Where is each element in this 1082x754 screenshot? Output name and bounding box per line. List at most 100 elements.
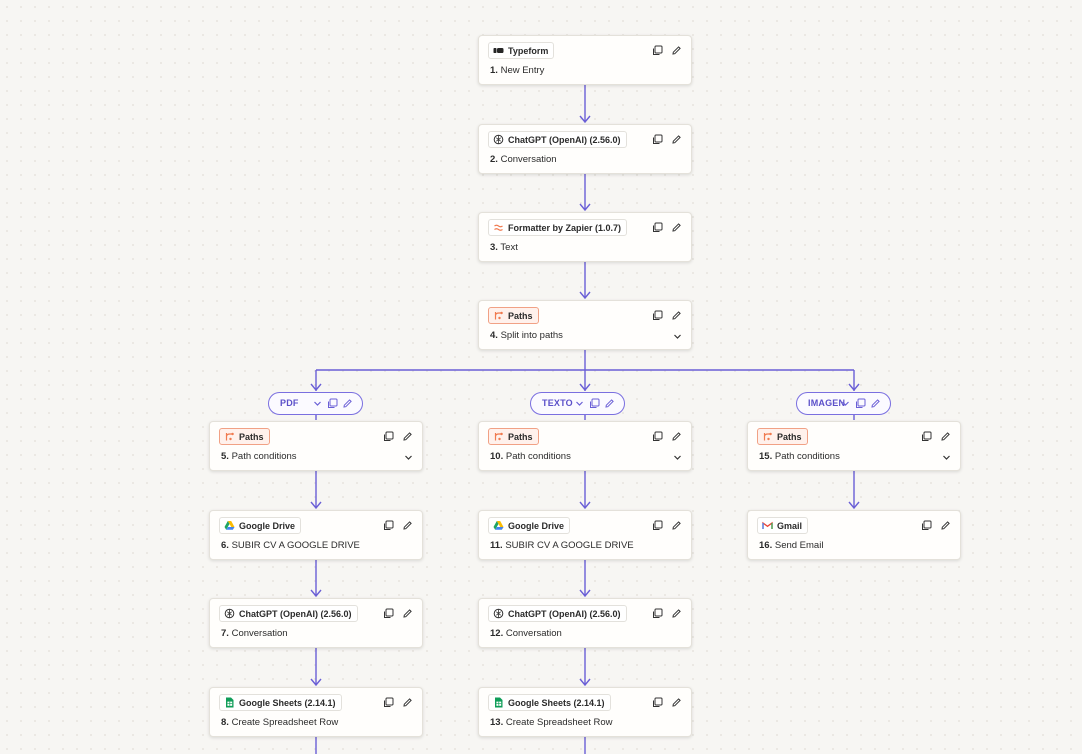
edit-pencil-icon[interactable] — [401, 607, 413, 619]
edit-pencil-icon[interactable] — [342, 398, 353, 409]
step-15-card[interactable]: Paths 15. Path conditions — [747, 421, 961, 471]
step-8-card[interactable]: Google Sheets (2.14.1)8. Create Spreadsh… — [209, 687, 423, 737]
app-badge: Paths — [488, 428, 539, 445]
card-actions — [651, 519, 682, 531]
duplicate-icon[interactable] — [651, 309, 663, 321]
step-label: Text — [500, 242, 518, 253]
duplicate-icon[interactable] — [382, 607, 394, 619]
step-label: Conversation — [500, 154, 557, 165]
step-12-card[interactable]: ChatGPT (OpenAI) (2.56.0)12. Conversatio… — [478, 598, 692, 648]
step-number: 3. — [490, 242, 498, 253]
edit-pencil-icon[interactable] — [670, 607, 682, 619]
paths-icon — [762, 431, 773, 442]
duplicate-icon[interactable] — [382, 430, 394, 442]
chevron-down-icon[interactable] — [403, 452, 413, 462]
step-title: 11. SUBIR CV A GOOGLE DRIVE — [490, 540, 634, 551]
duplicate-icon[interactable] — [651, 221, 663, 233]
paths-icon — [224, 431, 235, 442]
edit-pencil-icon[interactable] — [670, 309, 682, 321]
edit-pencil-icon[interactable] — [670, 44, 682, 56]
openai-icon — [493, 134, 504, 145]
step-title: 13. Create Spreadsheet Row — [490, 717, 613, 728]
duplicate-icon[interactable] — [651, 696, 663, 708]
connector-10-11-arrow — [579, 501, 591, 510]
duplicate-icon[interactable] — [589, 398, 600, 409]
chevron-down-icon[interactable] — [672, 452, 682, 462]
duplicate-icon[interactable] — [327, 398, 338, 409]
app-name: Typeform — [508, 45, 549, 56]
edit-pencil-icon[interactable] — [670, 221, 682, 233]
step-2-card[interactable]: ChatGPT (OpenAI) (2.56.0)2. Conversation — [478, 124, 692, 174]
step-title: 5. Path conditions — [221, 451, 297, 462]
edit-pencil-icon[interactable] — [670, 696, 682, 708]
app-badge: Paths — [757, 428, 808, 445]
duplicate-icon[interactable] — [920, 430, 932, 442]
connector-5-6-arrow — [310, 501, 322, 510]
app-name: Paths — [508, 310, 533, 321]
edit-pencil-icon[interactable] — [401, 696, 413, 708]
step-number: 13. — [490, 717, 504, 728]
duplicate-icon[interactable] — [382, 696, 394, 708]
connector-6-7-arrow — [310, 589, 322, 598]
app-badge: ChatGPT (OpenAI) (2.56.0) — [488, 131, 627, 148]
edit-pencil-icon[interactable] — [870, 398, 881, 409]
app-name: ChatGPT (OpenAI) (2.56.0) — [508, 608, 621, 619]
chevron-down-icon[interactable] — [941, 452, 951, 462]
edit-pencil-icon[interactable] — [401, 519, 413, 531]
path-imagen-pill[interactable]: IMAGEN — [796, 392, 891, 415]
duplicate-icon[interactable] — [651, 430, 663, 442]
connector-11-12-arrow — [579, 589, 591, 598]
app-badge: Google Drive — [488, 517, 571, 534]
app-badge: Formatter by Zapier (1.0.7) — [488, 219, 628, 236]
edit-pencil-icon[interactable] — [670, 519, 682, 531]
duplicate-icon[interactable] — [651, 607, 663, 619]
step-number: 12. — [490, 628, 504, 639]
app-badge: Paths — [219, 428, 270, 445]
step-label: Split into paths — [500, 330, 563, 341]
step-11-card[interactable]: Google Drive 11. SUBIR CV A GOOGLE DRIVE — [478, 510, 692, 560]
step-title: 3. Text — [490, 242, 518, 253]
step-label: SUBIR CV A GOOGLE DRIVE — [231, 540, 360, 551]
step-label: SUBIR CV A GOOGLE DRIVE — [505, 540, 634, 551]
connector-2-3-arrow — [579, 203, 591, 212]
edit-pencil-icon[interactable] — [670, 430, 682, 442]
edit-pencil-icon[interactable] — [604, 398, 615, 409]
paths-icon — [493, 431, 504, 442]
step-title: 15. Path conditions — [759, 451, 840, 462]
chevron-down-icon[interactable] — [574, 398, 585, 409]
app-badge: ChatGPT (OpenAI) (2.56.0) — [219, 605, 358, 622]
path-texto-pill[interactable]: TEXTO — [530, 392, 625, 415]
card-actions — [651, 133, 682, 145]
duplicate-icon[interactable] — [651, 133, 663, 145]
edit-pencil-icon[interactable] — [939, 519, 951, 531]
step-number: 6. — [221, 540, 229, 551]
step-3-card[interactable]: Formatter by Zapier (1.0.7) 3. Text — [478, 212, 692, 262]
path-pdf-pill[interactable]: PDF — [268, 392, 363, 415]
duplicate-icon[interactable] — [651, 44, 663, 56]
split-branch-arrow-0 — [310, 383, 322, 392]
duplicate-icon[interactable] — [382, 519, 394, 531]
edit-pencil-icon[interactable] — [401, 430, 413, 442]
step-13-card[interactable]: Google Sheets (2.14.1)13. Create Spreads… — [478, 687, 692, 737]
duplicate-icon[interactable] — [855, 398, 866, 409]
connector-7-8-arrow — [310, 678, 322, 687]
edit-pencil-icon[interactable] — [670, 133, 682, 145]
duplicate-icon[interactable] — [651, 519, 663, 531]
google-sheets-icon — [224, 697, 235, 708]
app-badge: Google Sheets (2.14.1) — [219, 694, 342, 711]
app-name: ChatGPT (OpenAI) (2.56.0) — [239, 608, 352, 619]
step-5-card[interactable]: Paths 5. Path conditions — [209, 421, 423, 471]
step-title: 7. Conversation — [221, 628, 288, 639]
chevron-down-icon[interactable] — [840, 398, 851, 409]
chevron-down-icon[interactable] — [312, 398, 323, 409]
duplicate-icon[interactable] — [920, 519, 932, 531]
step-7-card[interactable]: ChatGPT (OpenAI) (2.56.0) 7. Conversation — [209, 598, 423, 648]
chevron-down-icon[interactable] — [672, 331, 682, 341]
edit-pencil-icon[interactable] — [939, 430, 951, 442]
